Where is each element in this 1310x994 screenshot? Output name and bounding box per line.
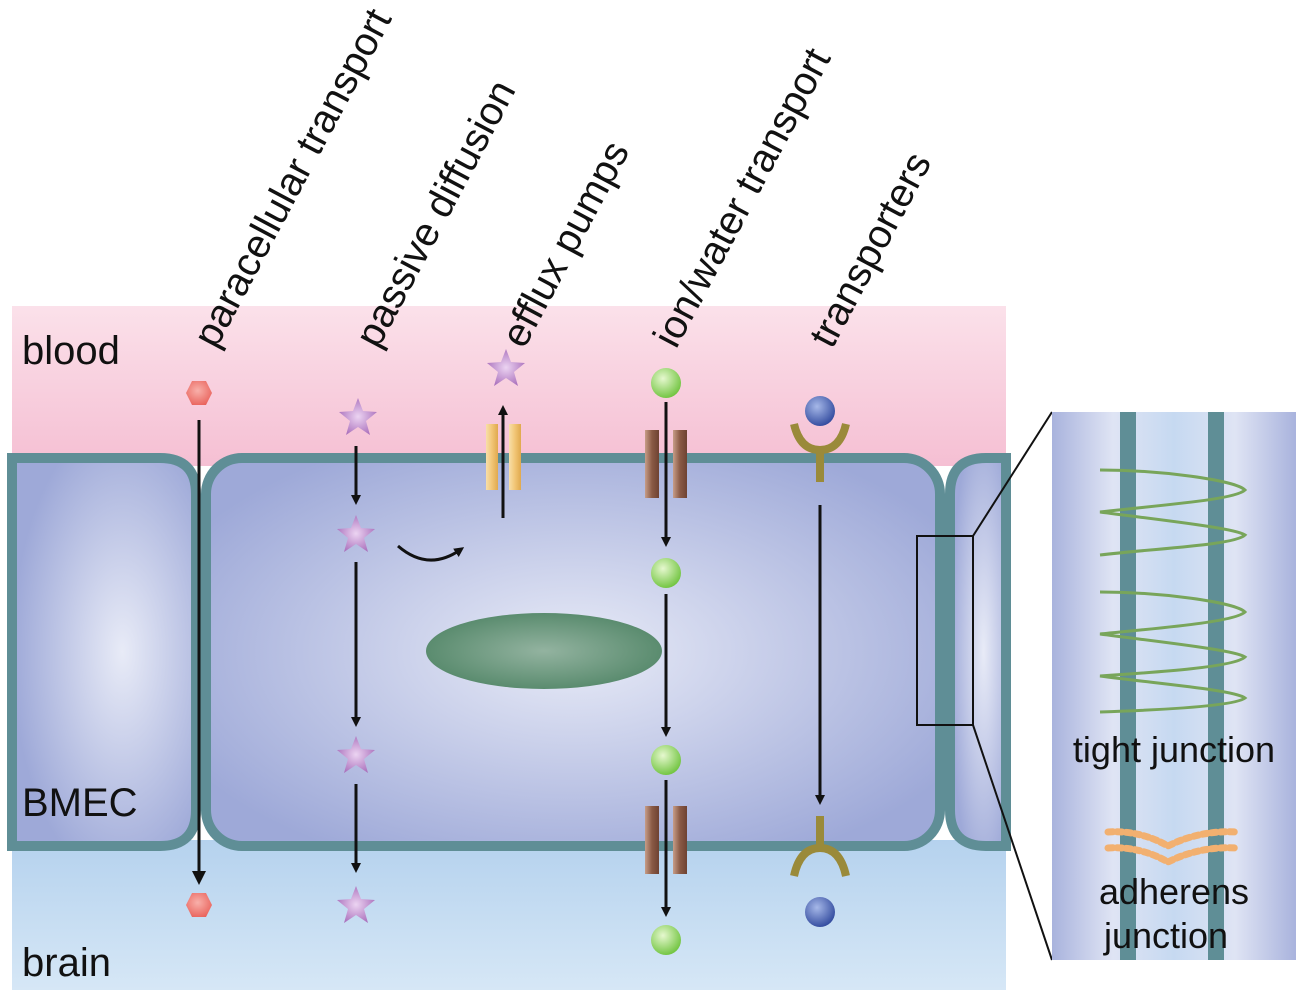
- ligand-molecule-blood: [805, 396, 835, 426]
- endothelial-cell-right: [945, 453, 1011, 851]
- star-molecule-blood: [339, 398, 377, 435]
- star-molecule-cytoplasm-lower: [337, 736, 375, 773]
- zoom-connector-bottom: [972, 724, 1053, 961]
- endothelial-cell-left: [7, 453, 201, 851]
- efflux-pump-left: [486, 424, 498, 490]
- blood-label: blood: [22, 329, 120, 373]
- receptor-basal-cup: [790, 843, 850, 877]
- hexagon-molecule-brain: [186, 893, 212, 917]
- star-molecule-effluxed: [487, 349, 525, 386]
- inset-membrane-left: [1120, 412, 1136, 960]
- passive-diffusion-pathway: [337, 398, 377, 923]
- efflux-pump-pathway: [397, 349, 525, 562]
- bmec-label: BMEC: [22, 781, 138, 825]
- adherens-beads-lower: [1104, 844, 1240, 866]
- tight-junction-strand-upper: [1099, 468, 1248, 557]
- junction-inset: tight junction adherens junction: [1052, 412, 1296, 960]
- junction-zoom-box: [916, 535, 974, 726]
- adherens-junction-label-line1: adherens: [1099, 871, 1249, 912]
- nucleus: [426, 613, 662, 689]
- ligand-molecule-brain: [805, 897, 835, 927]
- inset-membrane-right: [1208, 412, 1224, 960]
- tight-junction-label: tight junction: [1073, 729, 1275, 770]
- ion-channel-basal-right: [673, 806, 687, 874]
- ion-channel-apical-right: [673, 430, 687, 498]
- paracellular-pathway: [186, 381, 212, 917]
- star-molecule-brain: [337, 886, 375, 923]
- transporter-pathway: [790, 396, 850, 927]
- brain-label: brain: [22, 941, 111, 985]
- efflux-curved-arrow: [397, 544, 465, 562]
- ion-molecule-cytoplasm-upper: [651, 558, 681, 588]
- adherens-beads-upper: [1104, 828, 1240, 850]
- star-molecule-cytoplasm-upper: [337, 515, 375, 552]
- adherens-junction-label-line2: junction: [1103, 915, 1228, 956]
- brain-compartment: [12, 840, 1006, 990]
- ion-molecule-cytoplasm-lower: [651, 745, 681, 775]
- efflux-pump-right: [509, 424, 521, 490]
- ion-channel-apical-left: [645, 430, 659, 498]
- hexagon-molecule-blood: [186, 381, 212, 405]
- ion-molecule-brain: [651, 925, 681, 955]
- ion-water-pathway: [645, 368, 687, 955]
- tight-junction-strand-lower: [1099, 590, 1248, 714]
- ion-channel-basal-left: [645, 806, 659, 874]
- zoom-connector-top: [972, 411, 1053, 537]
- ion-molecule-blood: [651, 368, 681, 398]
